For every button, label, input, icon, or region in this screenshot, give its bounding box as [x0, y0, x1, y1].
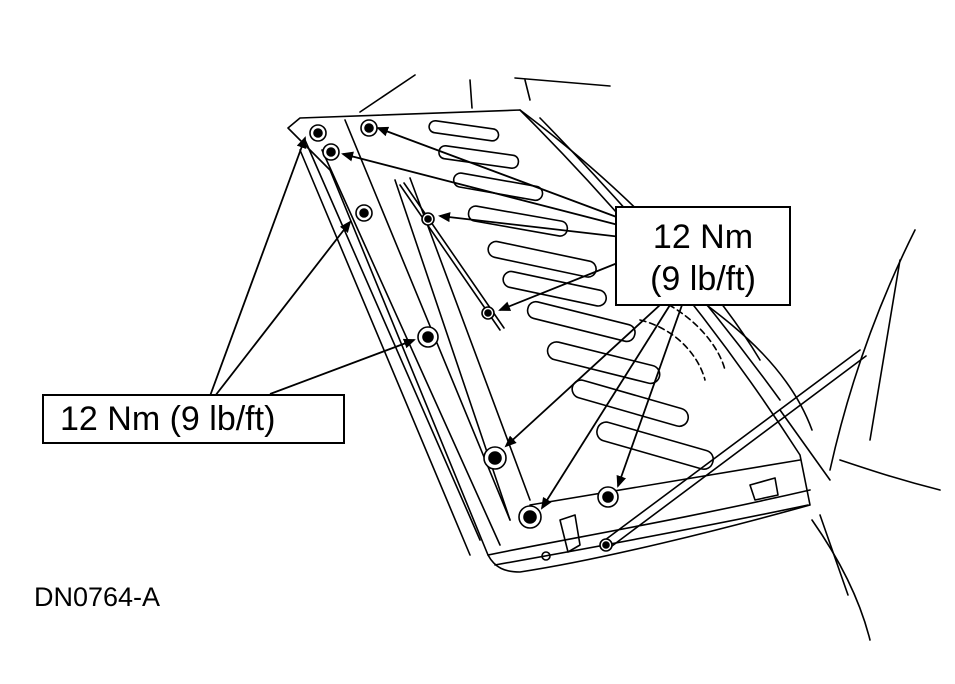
fasteners [309, 119, 619, 552]
bolt-icon [360, 119, 378, 137]
torque-value: 12 Nm (9 lb/ft) [60, 400, 276, 438]
leader-arrow [498, 261, 621, 311]
bolt-icon [355, 204, 373, 222]
bolt-icon [322, 143, 340, 161]
leader-arrow [616, 304, 683, 488]
leader-arrow [540, 304, 671, 510]
leader-arrow [376, 126, 631, 223]
bolt-icon [309, 124, 327, 142]
bolt-icon [599, 538, 613, 552]
torque-value-imperial: (9 lb/ft) [650, 260, 756, 298]
leader-arrow [209, 136, 307, 397]
leader-arrow [438, 212, 631, 239]
bolt-icon [417, 326, 439, 348]
leader-arrows [209, 126, 683, 510]
tailgate-panel [287, 109, 811, 573]
leader-arrow [341, 151, 631, 229]
support-cable [399, 182, 867, 547]
torque-callout-right: 12 Nm (9 lb/ft) [615, 206, 791, 306]
leader-arrow [504, 304, 661, 448]
latch-bracket [541, 477, 779, 561]
leader-arrow [214, 220, 352, 397]
bolt-icon [481, 306, 495, 320]
torque-value: 12 Nm [652, 218, 754, 256]
bolt-icon [518, 505, 542, 529]
bolt-icon [421, 212, 435, 226]
bolt-icon [597, 486, 619, 508]
leader-arrow [269, 338, 416, 395]
tailgate-ribs [428, 119, 726, 471]
bolt-icon [483, 446, 507, 470]
torque-callout-left: 12 Nm (9 lb/ft) [42, 394, 345, 444]
figure-id: DN0764-A [34, 582, 161, 612]
